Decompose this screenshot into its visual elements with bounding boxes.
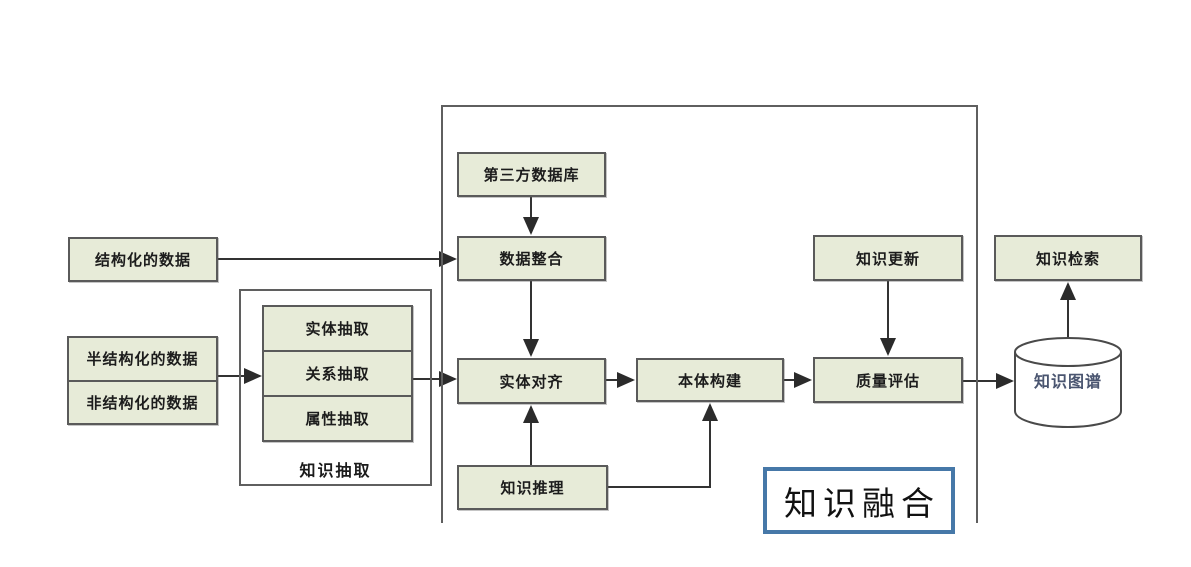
node-relation-extraction: 关系抽取 <box>264 350 411 395</box>
node-ontology-construction: 本体构建 <box>636 358 784 402</box>
node-quality-evaluation: 质量评估 <box>813 357 963 403</box>
knowledge-fusion-caption: 知识融合 <box>763 467 955 534</box>
node-semi-structured-data: 半结构化的数据 <box>69 338 216 380</box>
node-label: 数据整合 <box>499 251 564 268</box>
node-label: 本体构建 <box>677 372 742 390</box>
node-knowledge-retrieval: 知识检索 <box>994 235 1142 281</box>
node-third-party-database: 第三方数据库 <box>457 152 606 197</box>
node-label: 知识更新 <box>855 250 920 268</box>
node-label: 结构化的数据 <box>94 252 191 269</box>
node-label: 质量评估 <box>855 372 920 390</box>
group-label: 知识抽取 <box>299 463 372 480</box>
node-knowledge-update: 知识更新 <box>813 235 963 281</box>
node-label: 实体对齐 <box>499 373 564 391</box>
node-entity-alignment: 实体对齐 <box>457 358 606 404</box>
pipeline-container-outline <box>441 105 978 523</box>
node-attribute-extraction: 属性抽取 <box>264 395 411 440</box>
node-unstructured-data: 非结构化的数据 <box>69 379 216 424</box>
database-cylinder-icon <box>1014 337 1122 429</box>
node-entity-extraction: 实体抽取 <box>264 307 411 350</box>
node-label: 关系抽取 <box>305 366 370 383</box>
knowledge-extraction-group: 知识抽取 <box>239 289 432 486</box>
node-label: 知识推理 <box>500 480 565 497</box>
node-label: 非结构化的数据 <box>86 394 199 412</box>
node-stack-input-data: 半结构化的数据 非结构化的数据 <box>67 336 218 425</box>
caption-label: 知识融合 <box>784 486 940 523</box>
node-stack-extraction: 实体抽取 关系抽取 属性抽取 <box>262 305 413 442</box>
node-knowledge-reasoning: 知识推理 <box>457 465 608 510</box>
node-label: 知识检索 <box>1035 250 1100 268</box>
node-label: 第三方数据库 <box>483 167 580 184</box>
node-label: 实体抽取 <box>305 321 370 338</box>
node-knowledge-graph: 知识图谱 <box>1015 367 1121 393</box>
node-data-integration: 数据整合 <box>457 236 606 281</box>
node-structured-data: 结构化的数据 <box>68 237 218 282</box>
node-label: 半结构化的数据 <box>86 351 199 369</box>
node-label: 知识图谱 <box>1033 374 1102 391</box>
node-label: 属性抽取 <box>305 411 370 428</box>
